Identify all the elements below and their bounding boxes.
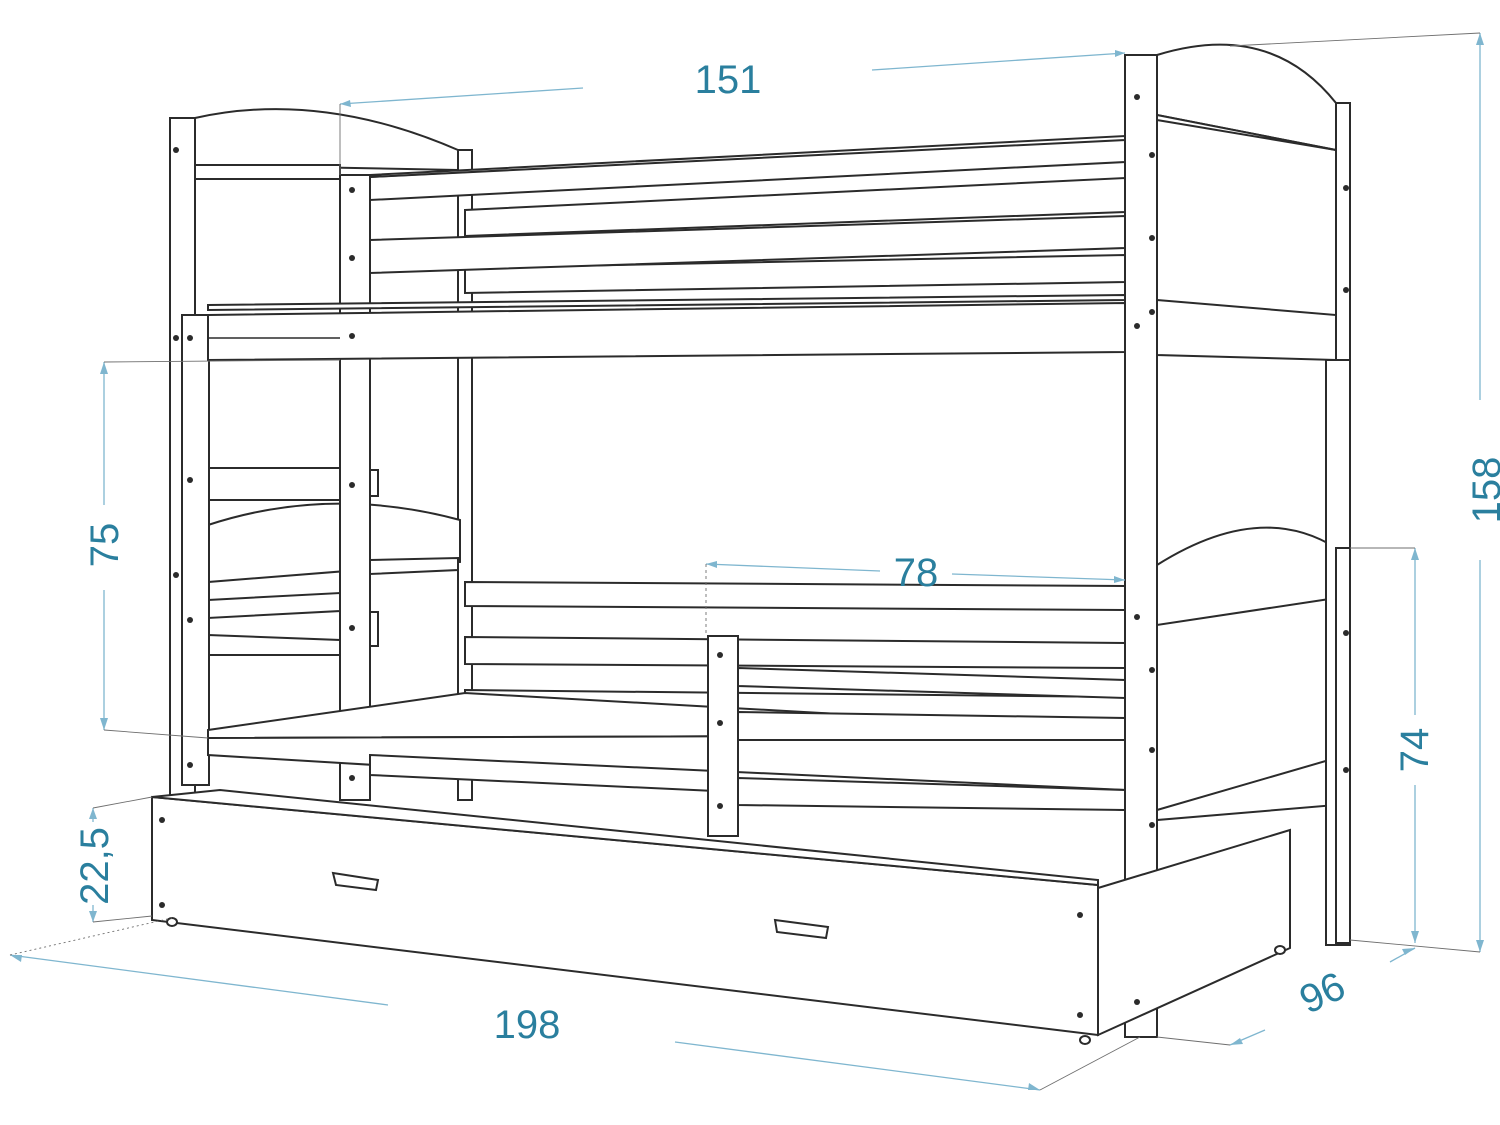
dimension-151: 151: [339, 50, 1126, 175]
dimension-198: 198: [9, 917, 1141, 1091]
dimension-label-96: 96: [1293, 964, 1352, 1023]
dimension-label-198: 198: [494, 1003, 561, 1047]
drawer-handle-left: [331, 871, 380, 892]
dimension-22-5: 22,5: [73, 796, 153, 923]
right-footboard: [1156, 43, 1351, 946]
bolts: [159, 94, 1349, 1018]
dimension-label-158: 158: [1465, 457, 1500, 524]
dimension-label-22-5: 22,5: [73, 827, 117, 905]
lower-front-rails: [707, 635, 1126, 837]
drawer: [151, 788, 1291, 1045]
upper-front-rails: [369, 134, 1126, 275]
dimension-78: 78: [705, 551, 1126, 636]
dimension-label-74: 74: [1393, 728, 1437, 773]
dimension-label-151: 151: [695, 58, 762, 102]
dimension-label-78: 78: [894, 551, 939, 595]
dimension-75: 75: [83, 359, 341, 739]
drawer-handle-right: [773, 918, 830, 940]
dimension-158: 158: [1229, 32, 1500, 953]
dimension-74: 74: [1350, 547, 1437, 943]
dimension-label-75: 75: [83, 523, 127, 568]
left-posts: [169, 117, 371, 801]
upper-platform: [207, 293, 1126, 362]
